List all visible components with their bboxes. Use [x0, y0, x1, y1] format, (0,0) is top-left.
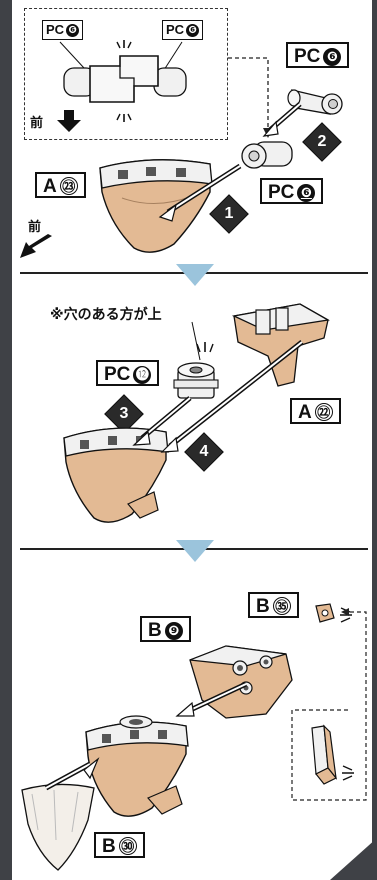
note-leader: [191, 321, 201, 361]
hip-assembly-part-3: [85, 715, 189, 817]
hole-orientation-note: ※穴のある方が上: [50, 306, 162, 322]
b30-part: [21, 783, 95, 871]
section-arrow-1: [176, 264, 214, 286]
front-direction-label: 前: [28, 219, 42, 234]
pc6-part-top: [287, 89, 343, 115]
pc12-part: [173, 362, 219, 399]
hip-assembly-part-2: [63, 427, 169, 523]
pc6-part-middle: [241, 141, 293, 169]
inset-front-label: 前: [30, 115, 44, 130]
a22-part: [231, 303, 330, 387]
a23-hip-part: [99, 159, 213, 253]
b35-part: [315, 603, 335, 623]
page-corner-tab: [330, 838, 377, 880]
closeup-attention-ticks: [342, 765, 354, 781]
section-arrow-2: [176, 540, 214, 562]
attention-ticks-pc12: [196, 342, 214, 353]
b35-closeup-part: [311, 724, 337, 785]
left-frame-bar: [0, 0, 12, 880]
front-direction-arrow: [20, 234, 52, 258]
right-frame-bar: [372, 0, 377, 880]
inset-joint-illustration: [57, 40, 187, 132]
detail-inset: [24, 8, 228, 140]
